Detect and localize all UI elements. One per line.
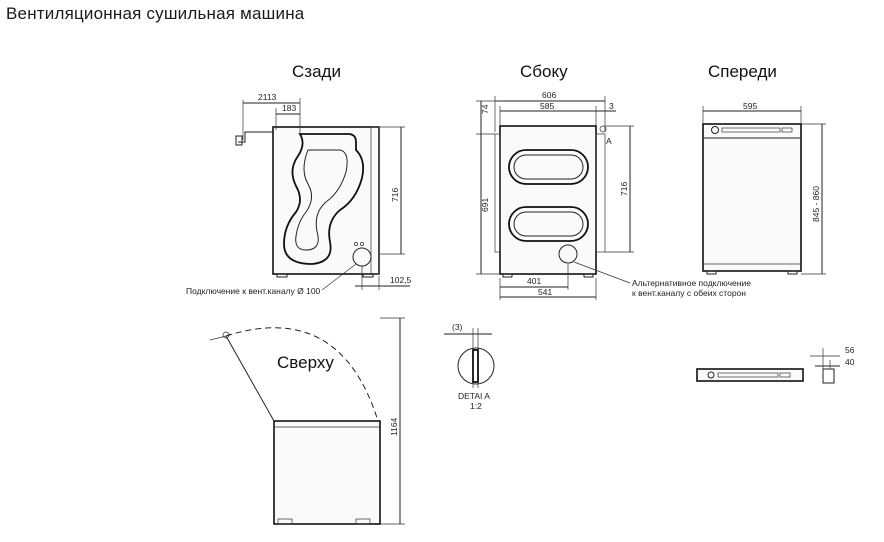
dim-716-back: 716: [390, 188, 400, 202]
side-view: Сбоку 606 585 3 74 691: [476, 62, 751, 300]
detail-scale: 1:2: [470, 401, 482, 411]
dim-585: 585: [540, 101, 554, 111]
dim-1164: 1164: [389, 417, 399, 436]
dim-detail-3: (3): [452, 322, 463, 332]
back-screw-2: [360, 242, 364, 246]
vent-note-side-2: к вент.каналу с обеих сторон: [632, 288, 746, 298]
dim-3: 3: [609, 101, 614, 111]
dim-401: 401: [527, 276, 541, 286]
front-foot-right: [787, 270, 798, 275]
door-open-line: [225, 335, 275, 422]
dim-40: 40: [845, 357, 855, 367]
side-slot-lower: [508, 206, 589, 242]
front-view: Спереди 595 845 - 860: [702, 62, 826, 275]
back-screw-1: [354, 242, 358, 246]
dim-691: 691: [480, 198, 490, 212]
side-rear-panel: [494, 133, 501, 253]
dim-74: 74: [480, 104, 490, 114]
top-view-label: Сверху: [277, 353, 334, 372]
door-swing-arc: [225, 327, 379, 422]
top-view: Сверху 1164: [209, 317, 405, 525]
dim-606: 606: [542, 90, 556, 100]
page-title: Вентиляционная сушильная машина: [6, 4, 305, 23]
detail-label: DETAI A: [458, 391, 490, 401]
marker-a-label: A: [606, 136, 612, 146]
back-duct-outer: [283, 133, 365, 265]
side-body: [499, 125, 597, 275]
front-body: [702, 123, 802, 272]
back-duct-inner: [295, 149, 348, 251]
back-view-label: Сзади: [292, 62, 341, 81]
detail-a-marker: [599, 125, 607, 133]
front-display: [721, 127, 781, 133]
side-foot-right: [583, 273, 594, 278]
dim-716-side: 716: [619, 182, 629, 196]
back-view: Сзади 2113 183 716 102,5: [186, 62, 412, 296]
front-foot-left: [706, 270, 717, 275]
dim-541: 541: [538, 287, 552, 297]
dim-183: 183: [282, 103, 296, 113]
side-door: [595, 133, 606, 253]
detail-circle: [457, 347, 495, 385]
vent-note-side-1: Альтернативное подключение: [632, 278, 751, 288]
dim-56: 56: [845, 345, 855, 355]
detail-a: (3) DETAI A 1:2: [444, 322, 495, 411]
feet-detail: 56 40: [696, 345, 855, 384]
side-slot-upper: [508, 149, 589, 185]
dim-845-860: 845 - 860: [811, 186, 821, 222]
front-view-label: Спереди: [708, 62, 777, 81]
vent-note-back: Подключение к вент.каналу Ø 100: [186, 286, 321, 296]
back-body: [272, 126, 380, 275]
back-foot-left: [276, 273, 288, 278]
foot-side: [822, 368, 835, 384]
side-foot-left: [502, 273, 513, 278]
dim-102-5: 102,5: [390, 275, 412, 285]
back-foot-right: [362, 273, 374, 278]
side-view-label: Сбоку: [520, 62, 568, 81]
feet-body: [696, 368, 804, 382]
back-side-strip: [370, 126, 380, 275]
back-hose-end: [235, 135, 243, 146]
dim-595: 595: [743, 101, 757, 111]
top-body: [273, 420, 381, 525]
dim-2113: 2113: [258, 92, 277, 102]
front-knob: [711, 126, 719, 134]
side-vent-circle: [558, 244, 578, 264]
